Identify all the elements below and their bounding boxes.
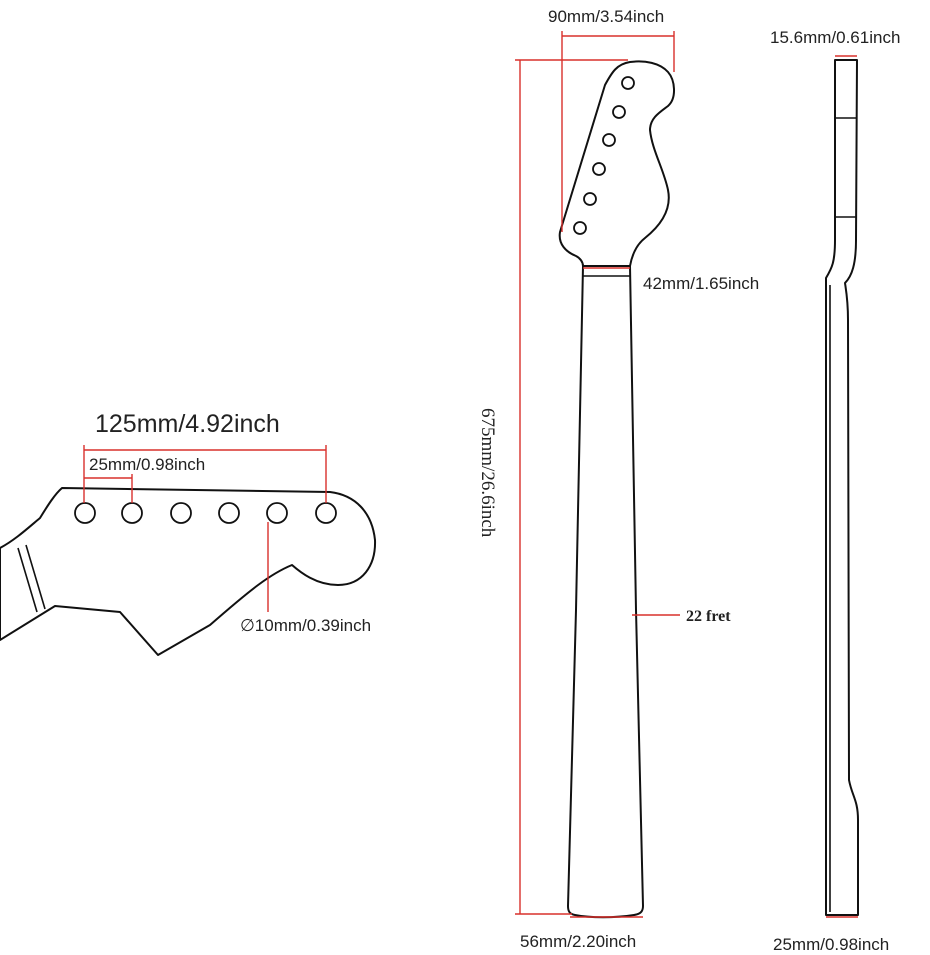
headstock-front-outline [558, 60, 675, 267]
front-tuner-hole-5 [583, 192, 597, 206]
tuner-hole-6 [315, 502, 337, 524]
neck-side-outline [825, 59, 859, 916]
heel-thickness-label: 25mm/0.98inch [773, 935, 889, 954]
neck-side-view: 15.6mm/0.61inch 25mm/0.98inch [770, 28, 900, 954]
total-length-label: 675mm/26.6inch [477, 408, 498, 538]
hole-spacing-label: 25mm/0.98inch [89, 455, 205, 474]
neck-front-view: 90mm/3.54inch 42mm/1.65inch 675mm/26.6in… [477, 7, 759, 951]
heel-width-label: 56mm/2.20inch [520, 932, 636, 951]
headstock-detail-outline [0, 487, 377, 656]
headstock-thickness-label: 15.6mm/0.61inch [770, 28, 900, 47]
headstock-nut-line [17, 547, 38, 613]
front-tuner-hole-1 [621, 76, 635, 90]
tuner-hole-4 [218, 502, 240, 524]
headstock-width-label: 90mm/3.54inch [548, 7, 664, 26]
total-width-label: 125mm/4.92inch [95, 410, 280, 438]
front-tuner-hole-3 [602, 133, 616, 147]
neck-front-outline [567, 265, 644, 919]
tuner-hole-3 [170, 502, 192, 524]
tuner-hole-5 [266, 502, 288, 524]
tuner-hole-2 [121, 502, 143, 524]
front-tuner-hole-2 [612, 105, 626, 119]
front-tuner-hole-6 [573, 221, 587, 235]
front-tuner-hole-4 [592, 162, 606, 176]
hole-diameter-label: ∅10mm/0.39inch [240, 616, 371, 635]
nut-width-label: 42mm/1.65inch [643, 274, 759, 293]
headstock-detail-view: 125mm/4.92inch 25mm/0.98inch ∅10mm/0.39i… [0, 410, 377, 656]
headstock-nut-line-2 [25, 544, 46, 610]
tuner-hole-1 [74, 502, 96, 524]
fret-label: 22 fret [686, 608, 731, 625]
